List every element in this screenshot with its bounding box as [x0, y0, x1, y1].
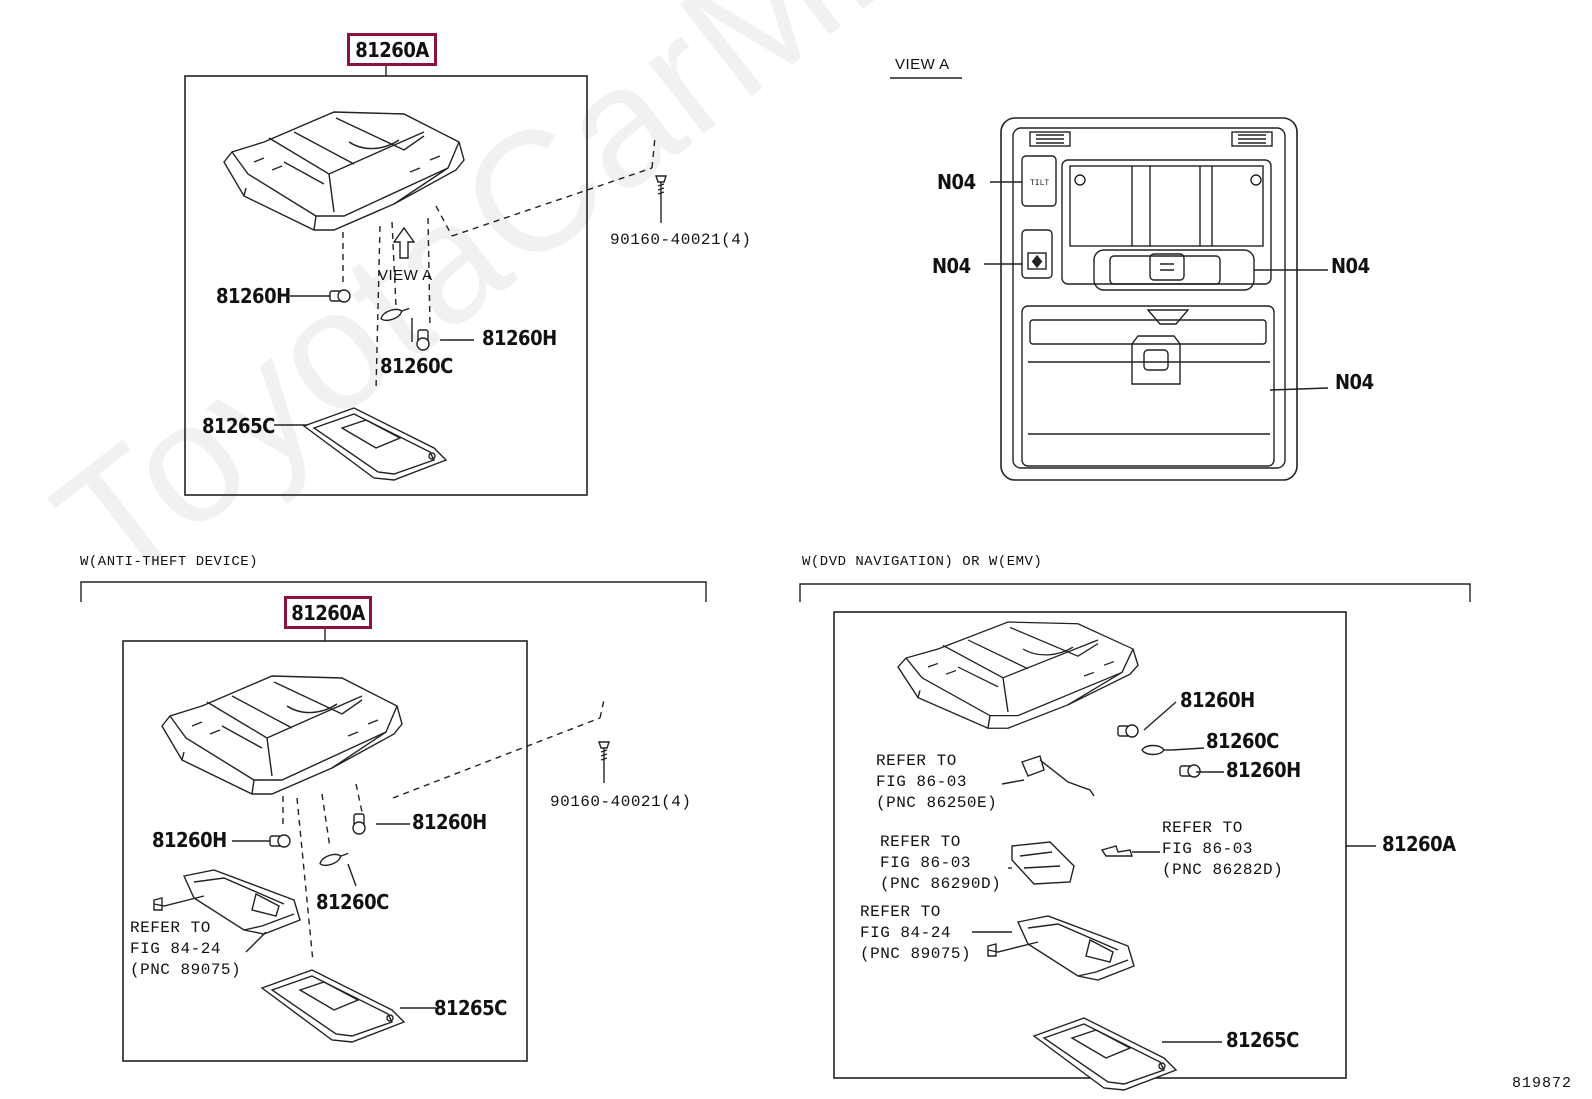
anti-theft-assembly-label[interactable]: 81260A — [284, 596, 372, 629]
main-bulb-center-label: 81260C — [380, 354, 453, 378]
dvd-nav-refer-89075: REFER TO FIG 84-24 (PNC 89075) — [860, 903, 972, 963]
dvd-nav-section-title: W(DVD NAVIGATION) OR W(EMV) — [802, 554, 1043, 570]
view-a-switch-mid-label: N04 — [932, 254, 971, 278]
main-assembly-text: 81260A — [355, 37, 429, 62]
anti-theft-screw-label: 90160-40021(4) — [550, 793, 692, 811]
dvd-nav-lens-label: 81265C — [1226, 1028, 1299, 1052]
anti-theft-lens-label: 81265C — [434, 996, 507, 1020]
anti-theft-refer-text: REFER TO FIG 84-24 (PNC 89075) — [130, 919, 242, 979]
dvd-nav-refer-86250e: REFER TO FIG 86-03 (PNC 86250E) — [876, 752, 998, 812]
illustration-number: 819872 — [1512, 1075, 1573, 1092]
anti-theft-bulb-left-label: 81260H — [152, 828, 227, 852]
dvd-nav-refer-86290d: REFER TO FIG 86-03 (PNC 86290D) — [880, 833, 1002, 893]
dvd-nav-bulb-center-label: 81260C — [1206, 729, 1279, 753]
dvd-nav-refer-86282d: REFER TO FIG 86-03 (PNC 86282D) — [1162, 819, 1284, 879]
main-bulb-left-label: 81260H — [216, 284, 291, 308]
view-a-title: VIEW A — [895, 56, 950, 73]
main-bulb-right-label: 81260H — [482, 326, 557, 350]
svg-text:TILT: TILT — [1030, 179, 1049, 188]
view-a-right-switch-label: N04 — [1331, 254, 1370, 278]
dvd-nav-assembly-label: 81260A — [1382, 832, 1456, 856]
main-screw-label: 90160-40021(4) — [610, 231, 752, 249]
dvd-nav-bulb-top-label: 81260H — [1180, 688, 1255, 712]
anti-theft-bulb-right-label: 81260H — [412, 810, 487, 834]
dvd-nav-bulb-lower-label: 81260H — [1226, 758, 1301, 782]
view-a-switch-top-label: N04 — [937, 170, 976, 194]
main-lens-label: 81265C — [202, 414, 275, 438]
anti-theft-section-title: W(ANTI-THEFT DEVICE) — [80, 554, 259, 570]
main-assembly-label[interactable]: 81260A — [347, 33, 437, 66]
view-a-lens-label: N04 — [1335, 370, 1374, 394]
main-view-a-marker: VIEW A — [378, 267, 433, 284]
anti-theft-assembly-text: 81260A — [291, 600, 365, 625]
anti-theft-bulb-center-label: 81260C — [316, 890, 389, 914]
